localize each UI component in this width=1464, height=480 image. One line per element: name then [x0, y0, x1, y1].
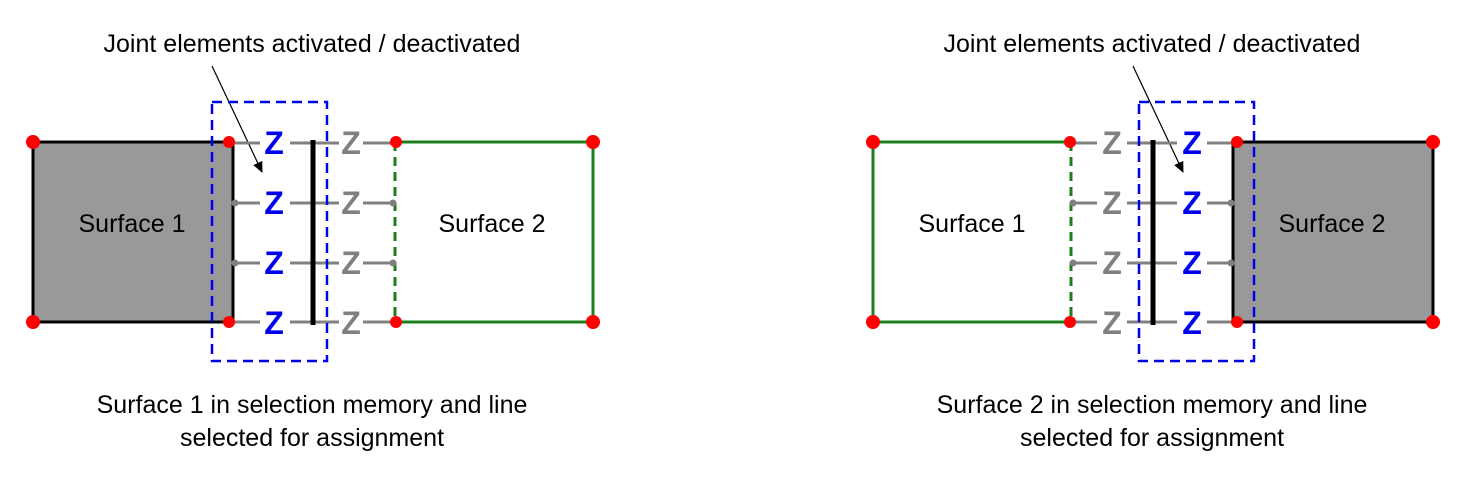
- left-active-joints: Z Z Z Z: [264, 125, 284, 341]
- right-joint-inactive: Z: [1102, 305, 1122, 341]
- right-surface-2-label: Surface 2: [1278, 210, 1385, 238]
- left-surface-1: [31, 140, 235, 324]
- right-joint-active: Z: [1182, 305, 1202, 341]
- right-caption-line-1: Surface 2 in selection memory and line: [937, 391, 1368, 419]
- left-joint-inactive: Z: [341, 245, 361, 281]
- left-surface-1-label: Surface 1: [78, 210, 185, 238]
- right-joint-active: Z: [1182, 185, 1202, 221]
- right-nodes: [866, 135, 1440, 329]
- right-joint-inactive: Z: [1102, 245, 1122, 281]
- left-joint-active: Z: [264, 245, 284, 281]
- left-joint-active: Z: [264, 125, 284, 161]
- left-nodes: [26, 135, 600, 329]
- left-joint-inactive: Z: [341, 305, 361, 341]
- right-caption-line-2: selected for assignment: [1020, 424, 1284, 452]
- right-joint-active: Z: [1182, 125, 1202, 161]
- left-joint-inactive: Z: [341, 185, 361, 221]
- left-caption-line-2: selected for assignment: [180, 424, 444, 452]
- left-inactive-joints: Z Z Z Z: [339, 125, 363, 341]
- right-callout-text: Joint elements activated / deactivated: [944, 30, 1361, 58]
- left-connector-dots: [231, 199, 397, 267]
- right-surface-2: [1231, 140, 1435, 324]
- right-selection-box: [1137, 100, 1256, 363]
- left-caption-line-1: Surface 1 in selection memory and line: [97, 391, 528, 419]
- left-joint-active: Z: [264, 185, 284, 221]
- right-callout-arrow: [1132, 65, 1184, 173]
- right-surface-1-label: Surface 1: [918, 210, 1025, 238]
- left-callout-arrow: [211, 65, 263, 173]
- left-callout-text: Joint elements activated / deactivated: [104, 30, 521, 58]
- left-panel: Joint elements activated / deactivated S…: [26, 30, 600, 452]
- right-connector-dots: [1069, 199, 1235, 267]
- right-inactive-joints: Z Z Z Z: [1102, 125, 1122, 341]
- left-joint-inactive: Z: [341, 125, 361, 161]
- right-active-joints: Z Z Z Z: [1182, 125, 1202, 341]
- right-joint-active: Z: [1182, 245, 1202, 281]
- left-selection-box: [210, 100, 329, 363]
- right-joint-inactive: Z: [1102, 185, 1122, 221]
- left-surface-2-label: Surface 2: [438, 210, 545, 238]
- right-joint-inactive: Z: [1102, 125, 1122, 161]
- right-panel: Joint elements activated / deactivated S…: [866, 30, 1440, 452]
- left-joint-active: Z: [264, 305, 284, 341]
